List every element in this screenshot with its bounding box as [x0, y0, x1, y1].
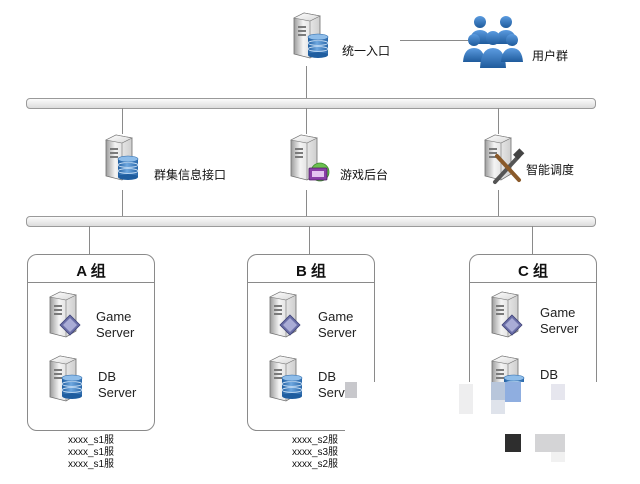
group-a-db-server-label: DB Server [98, 369, 137, 400]
cluster-api-label: 群集信息接口 [154, 168, 227, 182]
network-bus-lower [26, 216, 596, 227]
users-label: 用户群 [532, 49, 569, 63]
list-item: xxxx_s1服 [67, 435, 115, 446]
group-a-line [89, 226, 90, 254]
game-admin-label: 游戏后台 [340, 168, 389, 182]
group-b-divider [248, 282, 374, 283]
users-group [462, 10, 524, 72]
server-db-icon [269, 355, 303, 402]
group-a-server-list: xxxx_s1服 xxxx_s1服 xxxx_s1服 [46, 435, 136, 471]
server-monitor-icon [290, 134, 330, 182]
entry-users-link [400, 40, 468, 41]
group-b-title: B 组 [295, 263, 326, 280]
game-admin-server [287, 134, 337, 190]
redaction-overlay [345, 382, 640, 484]
list-item: xxxx_s1服 [67, 459, 115, 470]
mosaic-tile [459, 384, 473, 414]
server-db-icon [49, 355, 83, 402]
list-item: xxxx_s2服 [291, 435, 339, 446]
group-c-line [532, 226, 533, 254]
mosaic-tile [505, 434, 521, 452]
group-a-game-server-label: Game Server [96, 309, 135, 340]
server-db-icon [293, 12, 329, 59]
server-diamond-icon [49, 291, 81, 338]
group-c-divider [470, 282, 596, 283]
list-item: xxxx_s2服 [291, 459, 339, 470]
server-db-icon [105, 134, 139, 181]
mosaic-tile [491, 400, 505, 414]
group-b-game-server-label: Game Server [318, 309, 357, 340]
group-a-title: A 组 [76, 263, 106, 280]
group-b-db-server-label: DB Serv [318, 369, 345, 400]
network-bus-upper [26, 98, 596, 109]
list-item: xxxx_s3服 [291, 447, 339, 458]
group-c-game-server-label: Game Server [540, 305, 579, 336]
server-tools-icon [484, 134, 525, 184]
scheduler-server [481, 134, 531, 190]
mosaic-tile [535, 434, 565, 452]
server-diamond-icon [269, 291, 301, 338]
list-item: xxxx_s1服 [67, 447, 115, 458]
group-a-divider [28, 282, 154, 283]
group-b-box: B 组 Game Server DB Serv [247, 254, 375, 431]
entry-to-bus-line [306, 66, 307, 98]
mosaic-tile [551, 384, 565, 400]
mosaic-tile [505, 382, 521, 402]
group-c-db-server-label: DB [540, 367, 559, 382]
cluster-api-server [102, 134, 152, 190]
scheduler-label: 智能调度 [526, 163, 575, 177]
group-b-line [309, 226, 310, 254]
group-b-server-list: xxxx_s2服 xxxx_s3服 xxxx_s2服 [270, 435, 360, 471]
group-c-title: C 组 [517, 263, 548, 280]
entry-server [290, 12, 340, 68]
group-a-box: A 组 Game Server DB Server [27, 254, 155, 431]
mosaic-tile [345, 382, 357, 398]
server-diamond-icon [491, 291, 523, 338]
mosaic-tile [551, 452, 565, 462]
mosaic-tile [491, 382, 505, 400]
user-group-icon [463, 16, 523, 68]
entry-label: 统一入口 [342, 44, 391, 58]
